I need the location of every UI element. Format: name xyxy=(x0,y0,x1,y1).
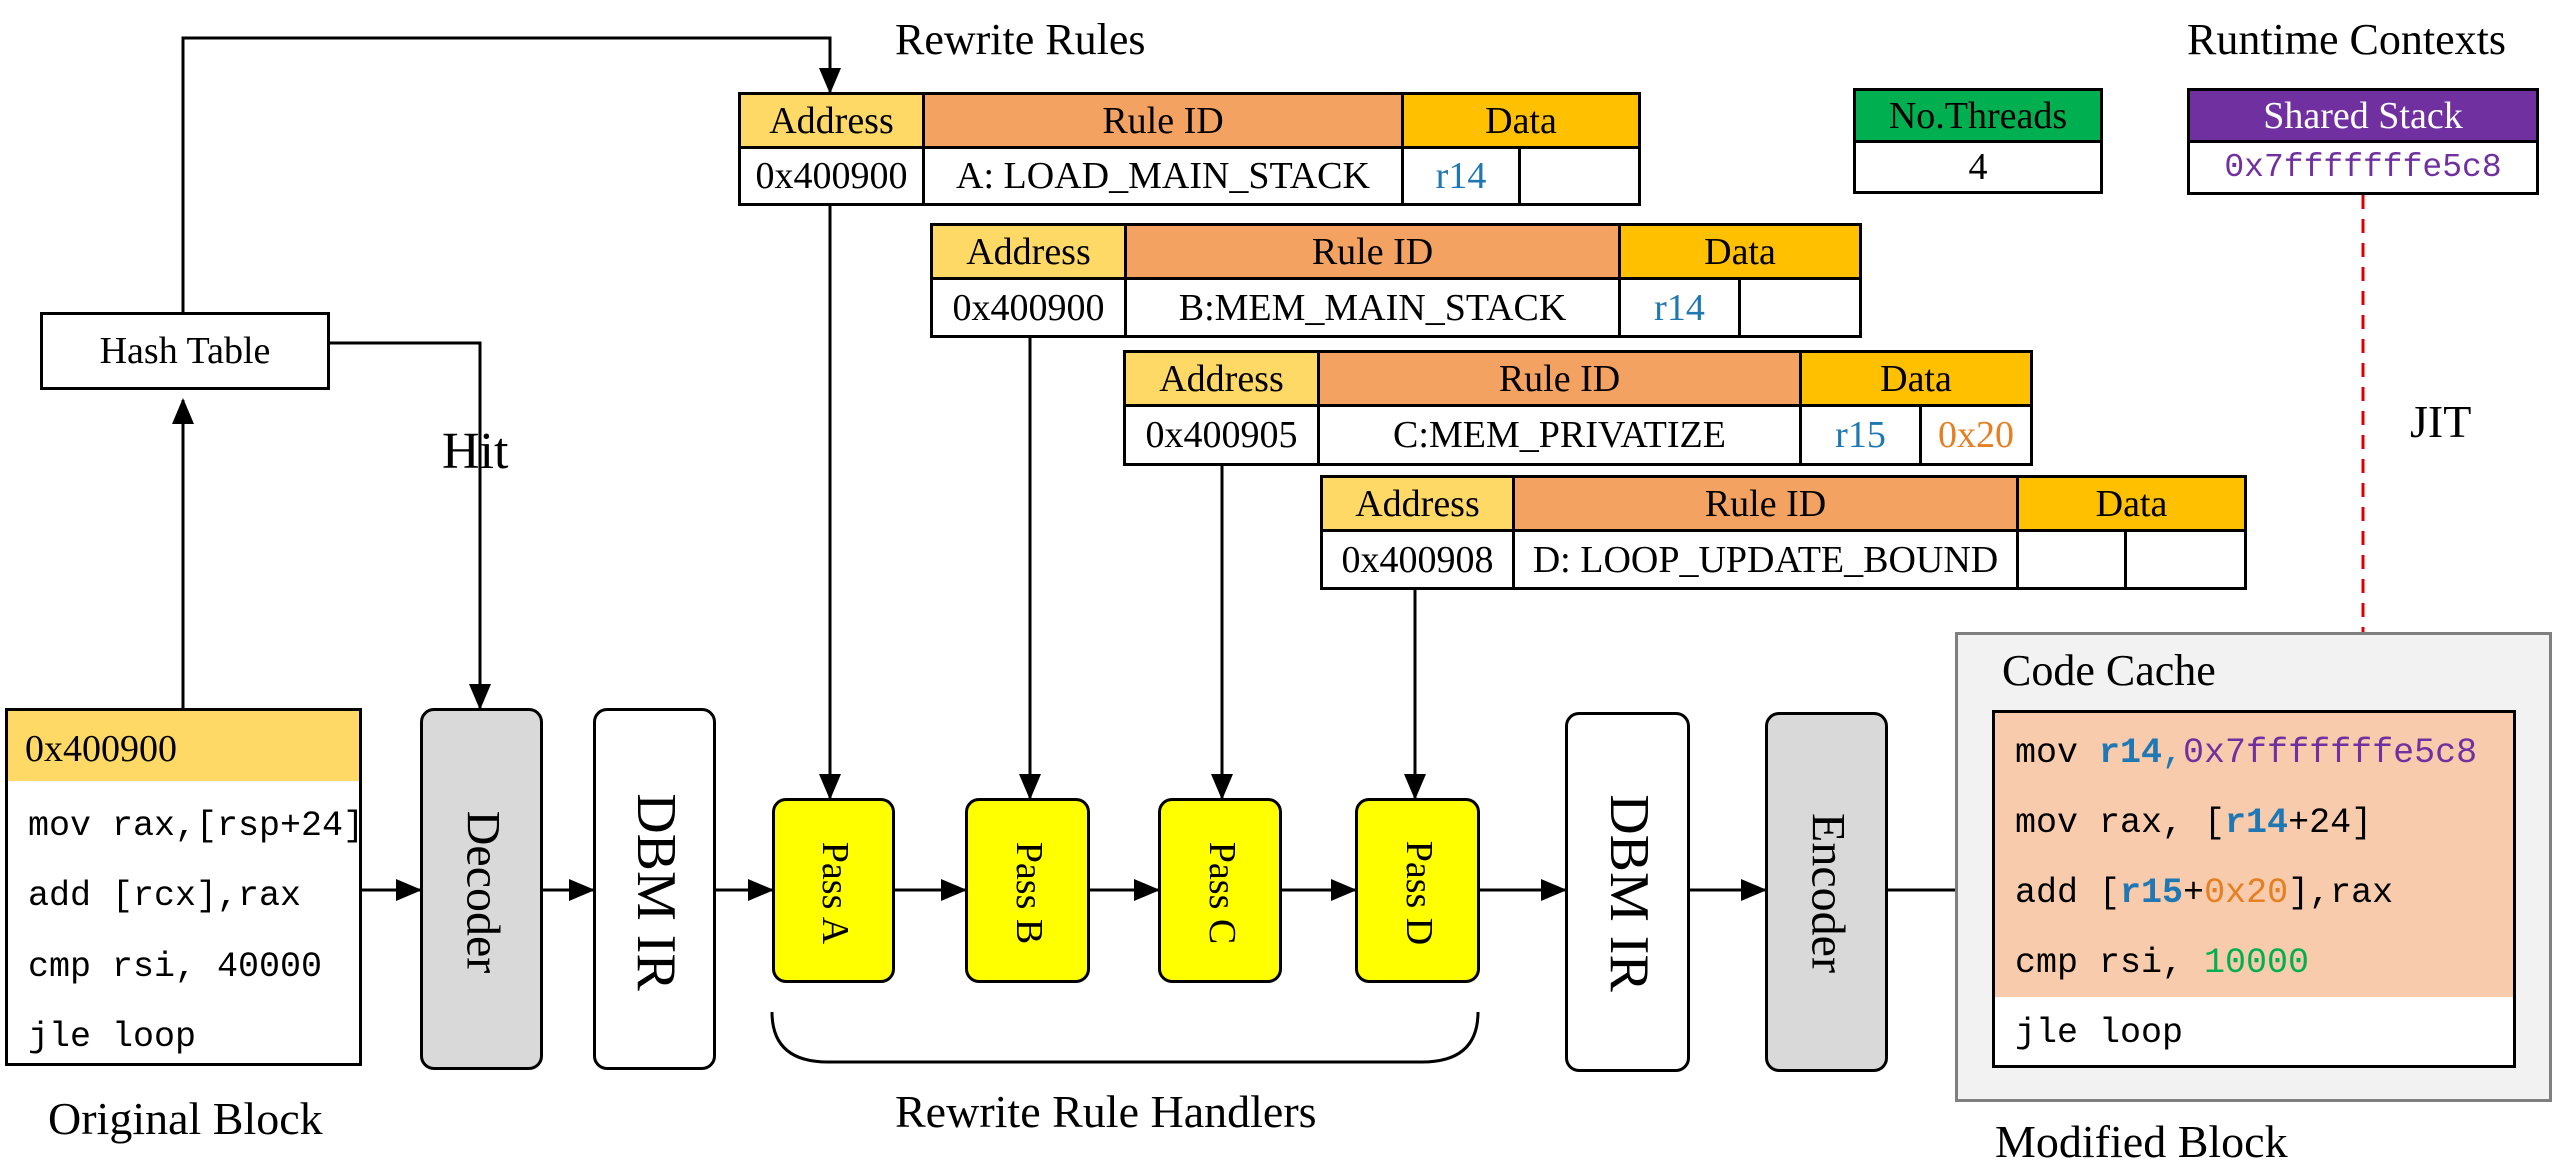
modified-line-1-comma: , xyxy=(2162,733,2184,773)
rewrite-rules-title: Rewrite Rules xyxy=(895,15,1146,64)
pass-c: Pass C xyxy=(1158,798,1282,983)
rule-table-d: Address Rule ID Data 0x400908 D: LOOP_UP… xyxy=(1320,475,2247,590)
hash-table-label: Hash Table xyxy=(99,330,271,372)
pass-a-label: Pass A xyxy=(814,841,856,945)
rule-a-data-header: Data xyxy=(1404,95,1638,149)
original-block-address: 0x400900 xyxy=(25,728,177,770)
modified-line-4-val: 10000 xyxy=(2204,943,2310,983)
modified-block: mov r14,0x7fffffffe5c8 mov rax, [r14+24]… xyxy=(1992,710,2516,1068)
rule-c-data-2: 0x20 xyxy=(1938,414,2014,456)
modified-line-3-post: ],rax xyxy=(2288,873,2394,913)
rule-b-ruleid-header: Rule ID xyxy=(1127,226,1621,280)
rule-a-address-header: Address xyxy=(741,95,925,149)
encoder-label: Encoder xyxy=(1801,813,1855,973)
original-block: 0x400900 mov rax,[rsp+24] add [rcx],rax … xyxy=(5,708,365,1066)
original-line-1: mov rax,[rsp+24] xyxy=(28,806,365,846)
threads-value: 4 xyxy=(1968,146,1988,188)
modified-line-2-reg: r14 xyxy=(2225,803,2289,843)
rule-b-rule-id: B:MEM_MAIN_STACK xyxy=(1127,280,1621,335)
modified-line-4: cmp rsi, 10000 xyxy=(2015,943,2309,983)
modified-line-2: mov rax, [r14+24] xyxy=(2015,803,2372,843)
threads-header: No.Threads xyxy=(1856,91,2100,143)
pass-d-label: Pass D xyxy=(1398,840,1440,946)
rule-table-b: Address Rule ID Data 0x400900 B:MEM_MAIN… xyxy=(930,223,1862,338)
arrow-hit xyxy=(330,341,491,710)
rule-table-c: Address Rule ID Data 0x400905 C:MEM_PRIV… xyxy=(1123,350,2033,466)
handlers-brace xyxy=(770,1011,1480,1064)
modified-line-3-pre: add [ xyxy=(2015,873,2121,913)
original-line-2: add [rcx],rax xyxy=(28,876,302,916)
rule-b-address: 0x400900 xyxy=(933,280,1127,335)
rule-c-address-header: Address xyxy=(1126,353,1320,407)
shared-stack-value: 0x7fffffffe5c8 xyxy=(2224,149,2502,186)
rule-d-data-2 xyxy=(2127,532,2244,587)
threads-table: No.Threads 4 xyxy=(1853,88,2103,194)
modified-line-1-op: mov xyxy=(2015,733,2100,773)
rule-table-a: Address Rule ID Data 0x400900 A: LOAD_MA… xyxy=(738,92,1641,206)
hit-label: Hit xyxy=(442,423,509,480)
rule-d-address: 0x400908 xyxy=(1323,532,1515,587)
modified-line-4-pre: cmp rsi, xyxy=(2015,943,2205,983)
rule-d-rule-id: D: LOOP_UPDATE_BOUND xyxy=(1515,532,2019,587)
decoder-label: Decoder xyxy=(456,810,510,974)
rule-a-rule-id: A: LOAD_MAIN_STACK xyxy=(925,149,1404,203)
dbm-ir-out-label: DBM IR xyxy=(1598,794,1660,992)
modified-line-5: jle loop xyxy=(2015,1013,2184,1053)
code-cache-title: Code Cache xyxy=(2002,646,2216,695)
rule-d-ruleid-header: Rule ID xyxy=(1515,478,2019,532)
dbm-ir-out-stage: DBM IR xyxy=(1565,712,1690,1072)
modified-line-3-off: 0x20 xyxy=(2204,873,2289,913)
dbm-ir-in-stage: DBM IR xyxy=(593,708,716,1070)
rule-c-ruleid-header: Rule ID xyxy=(1320,353,1802,407)
shared-stack-table: Shared Stack 0x7fffffffe5c8 xyxy=(2187,88,2539,195)
modified-line-1-reg: r14 xyxy=(2099,733,2163,773)
rule-a-ruleid-header: Rule ID xyxy=(925,95,1404,149)
rule-a-address: 0x400900 xyxy=(741,149,925,203)
decoder-stage: Decoder xyxy=(420,708,543,1070)
rule-b-data-header: Data xyxy=(1621,226,1859,280)
pass-b-label: Pass B xyxy=(1008,841,1050,945)
rule-c-address: 0x400905 xyxy=(1126,407,1320,463)
rule-b-data-2 xyxy=(1741,280,1859,335)
modified-line-3-plus: + xyxy=(2183,873,2205,913)
original-line-3: cmp rsi, 40000 xyxy=(28,947,323,987)
rule-d-data-header: Data xyxy=(2019,478,2244,532)
pass-c-label: Pass C xyxy=(1201,841,1243,945)
encoder-stage: Encoder xyxy=(1765,712,1888,1072)
original-block-address-row: 0x400900 xyxy=(8,711,359,781)
rule-b-address-header: Address xyxy=(933,226,1127,280)
modified-line-1: mov r14,0x7fffffffe5c8 xyxy=(2015,733,2477,773)
rule-c-data-header: Data xyxy=(1802,353,2030,407)
hash-table-box: Hash Table xyxy=(40,312,330,390)
pass-a: Pass A xyxy=(772,798,895,983)
dbm-ir-in-label: DBM IR xyxy=(625,793,687,991)
rule-a-data-2 xyxy=(1521,149,1638,203)
modified-line-2-post: +24] xyxy=(2288,803,2373,843)
arrow-hash-to-rules xyxy=(181,36,841,323)
modified-line-2-pre: mov rax, [ xyxy=(2015,803,2226,843)
rule-d-address-header: Address xyxy=(1323,478,1515,532)
modified-block-label: Modified Block xyxy=(1995,1116,2288,1167)
rule-d-data-1 xyxy=(2019,532,2127,587)
modified-line-3: add [r15+0x20],rax xyxy=(2015,873,2393,913)
original-block-label: Original Block xyxy=(48,1093,323,1144)
runtime-contexts-title: Runtime Contexts xyxy=(2187,15,2506,64)
rewrite-rule-handlers-label: Rewrite Rule Handlers xyxy=(895,1086,1317,1137)
shared-stack-header: Shared Stack xyxy=(2190,91,2536,143)
jit-label: JIT xyxy=(2410,396,2472,447)
rule-b-data-1: r14 xyxy=(1621,280,1741,335)
pass-b: Pass B xyxy=(965,798,1090,983)
modified-line-3-reg: r15 xyxy=(2120,873,2184,913)
rule-c-data-1: r15 xyxy=(1802,407,1922,463)
code-cache: Code Cache mov r14,0x7fffffffe5c8 mov ra… xyxy=(1955,632,2552,1102)
rule-c-rule-id: C:MEM_PRIVATIZE xyxy=(1320,407,1802,463)
pass-d: Pass D xyxy=(1355,798,1480,983)
original-line-4: jle loop xyxy=(28,1017,197,1057)
modified-line-1-imm: 0x7fffffffe5c8 xyxy=(2183,733,2478,773)
modified-code-highlight xyxy=(1995,713,2513,997)
rule-a-data-1: r14 xyxy=(1404,149,1521,203)
